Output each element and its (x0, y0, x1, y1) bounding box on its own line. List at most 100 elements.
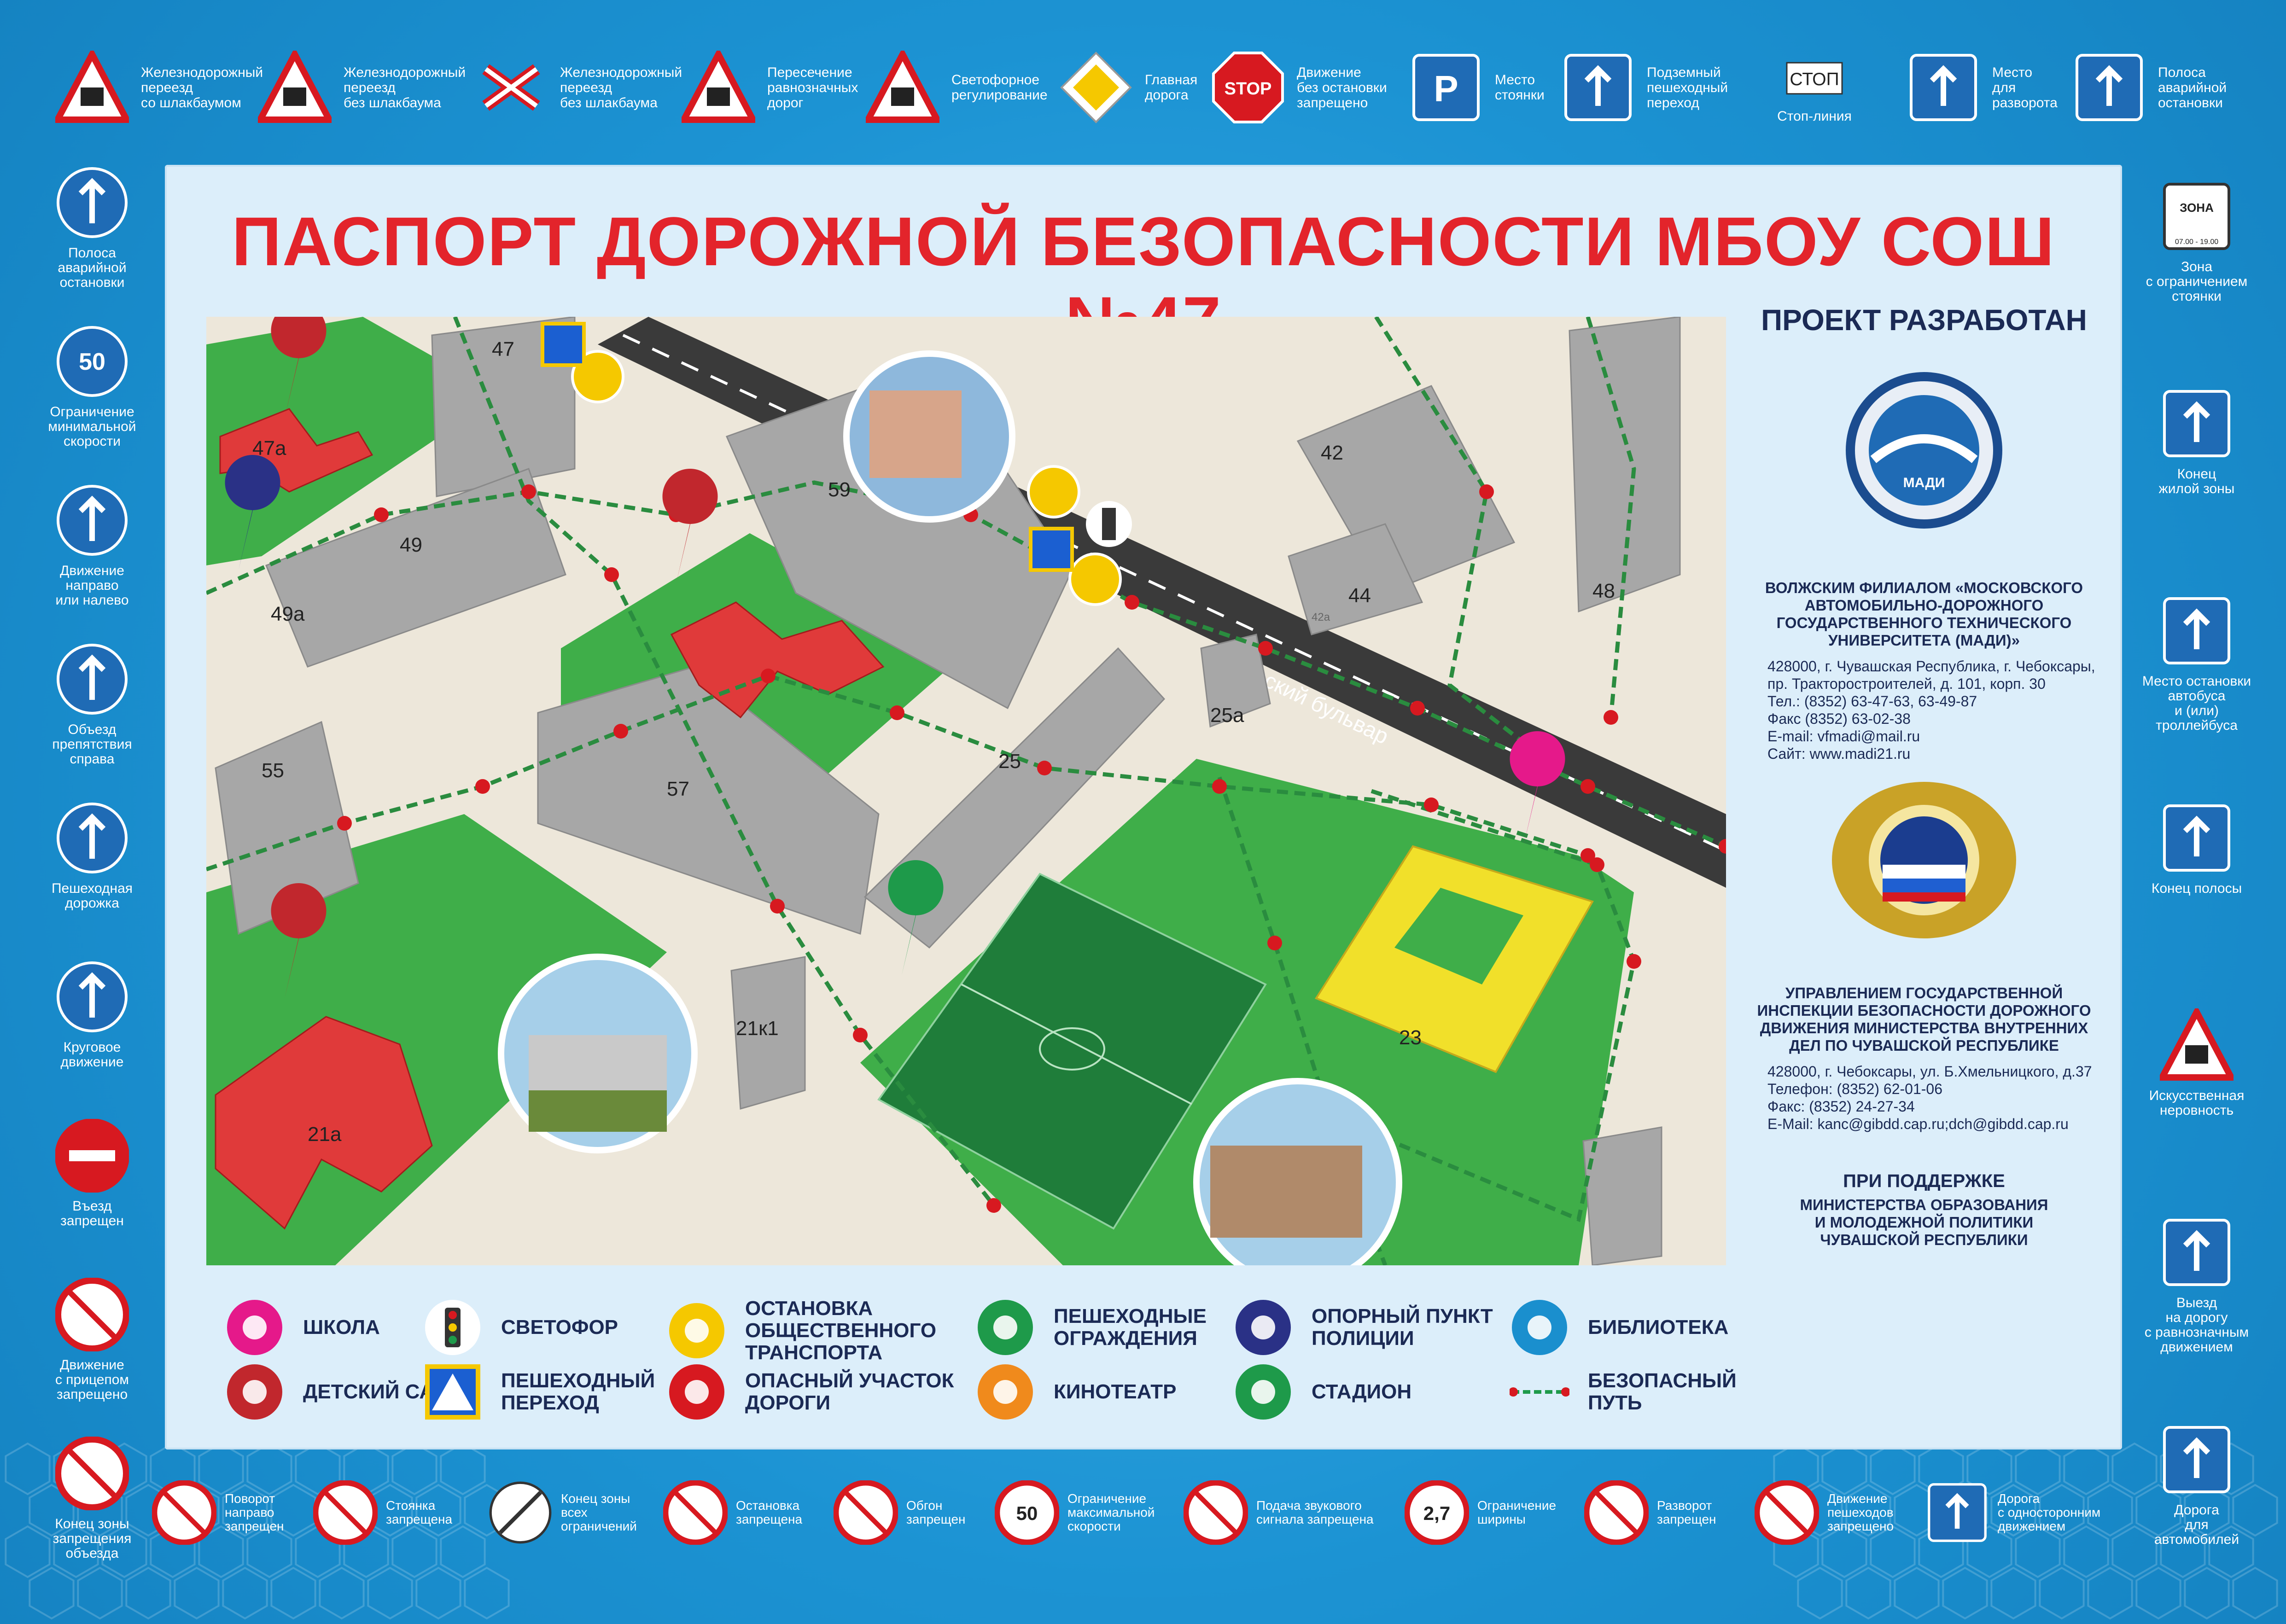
legend-label: ШКОЛА (303, 1316, 380, 1339)
info-line: ЧУВАШСКОЙ РЕСПУБЛИКИ (1820, 1231, 2028, 1248)
support-heading: ПРИ ПОДДЕРЖКЕ (1843, 1171, 2005, 1191)
parking-sign-icon: P (1412, 54, 1480, 121)
legend-label: ДЕТСКИЙ САД (303, 1380, 449, 1403)
org1-contacts: 428000, г. Чувашская Республика, г. Чебо… (1767, 658, 2117, 763)
building-number: 49а (271, 603, 305, 625)
org2-contacts: 428000, г. Чебоксары, ул. Б.Хмельницкого… (1767, 1063, 2117, 1133)
limited-parking-zone-icon: ЗОНА 07.00 - 19.00 (2163, 183, 2230, 250)
info-line: АВТОМОБИЛЬНО-ДОРОЖНОГО (1804, 597, 2044, 614)
pedestrian-crossing-icon (425, 1364, 480, 1420)
map-markers (541, 322, 1132, 606)
end-no-overtaking-icon (55, 1437, 129, 1510)
info-line: И МОЛОДЕЖНОЙ ПОЛИТИКИ (1814, 1214, 2034, 1231)
u-turn-place-icon (1910, 54, 1977, 121)
legend-item-2: ДЕТСКИЙ САД (225, 1362, 449, 1422)
end-all-restrictions-icon (489, 1481, 552, 1544)
building-number: 59 (828, 478, 851, 501)
legend-item-10: СТАДИОН (1233, 1362, 1411, 1422)
no-right-turn-icon (152, 1480, 216, 1545)
emergency-lane-icon (2076, 54, 2143, 121)
sign-label: 50 (1016, 1502, 1038, 1524)
legend-label: БИБЛИОТЕКА (1588, 1316, 1729, 1339)
roundabout-icon (57, 961, 128, 1032)
fence-icon (978, 1300, 1033, 1355)
legend-label: КИНОТЕАТР (1054, 1380, 1177, 1403)
info-line: Тел.: (8352) 63-47-63, 63-49-87 (1767, 693, 1977, 710)
building-number: 25 (998, 750, 1021, 773)
no-stopping-icon (663, 1480, 728, 1545)
building-number: 42 (1321, 442, 1343, 464)
traffic-light-sign-icon (866, 51, 939, 123)
footpath-icon (57, 803, 128, 873)
info-line: ИНСПЕКЦИИ БЕЗОПАСНОСТИ ДОРОЖНОГО (1757, 1002, 2091, 1019)
building-number: 49 (400, 534, 422, 556)
sign-label: 50 (79, 349, 105, 375)
safe-path-icon (1510, 1387, 1569, 1397)
madi-logo: МАДИ (1846, 372, 2002, 529)
map-pins (225, 317, 1565, 998)
max-speed-icon: 50 (995, 1480, 1059, 1545)
legend-item-8: КИНОТЕАТР (975, 1362, 1177, 1422)
traffic-light-icon (425, 1300, 480, 1355)
railway-cross-icon (482, 64, 540, 111)
equal-roads-intersection-icon (682, 51, 755, 123)
building-number: 21к1 (736, 1017, 779, 1040)
width-limit-icon: 2,7 (1405, 1480, 1469, 1545)
info-line: ВОЛЖСКИМ ФИЛИАЛОМ «МОСКОВСКОГО (1765, 579, 2083, 596)
cinema-icon (978, 1364, 1033, 1420)
sign-label: ЗОНА (2180, 201, 2214, 215)
sign-sublabel: 07.00 - 19.00 (2175, 238, 2218, 246)
info-line: 428000, г. Чебоксары, ул. Б.Хмельницкого… (1767, 1063, 2092, 1080)
equal-road-exit-icon (2163, 1219, 2230, 1286)
building-number: 42а (1312, 611, 1330, 623)
building-number: 55 (262, 759, 284, 782)
project-heading: ПРОЕКТ РАЗРАБОТАН (1761, 303, 2087, 337)
info-line: УНИВЕРСИТЕТА (МАДИ)» (1828, 632, 2020, 649)
school-icon (227, 1300, 282, 1355)
main-panel: ПАСПОРТ ДОРОЖНОЙ БЕЗОПАСНОСТИ МБОУ СОШ №… (165, 165, 2122, 1449)
sign-caption: Конец полосы (2151, 881, 2242, 896)
danger-points (337, 484, 1726, 1213)
